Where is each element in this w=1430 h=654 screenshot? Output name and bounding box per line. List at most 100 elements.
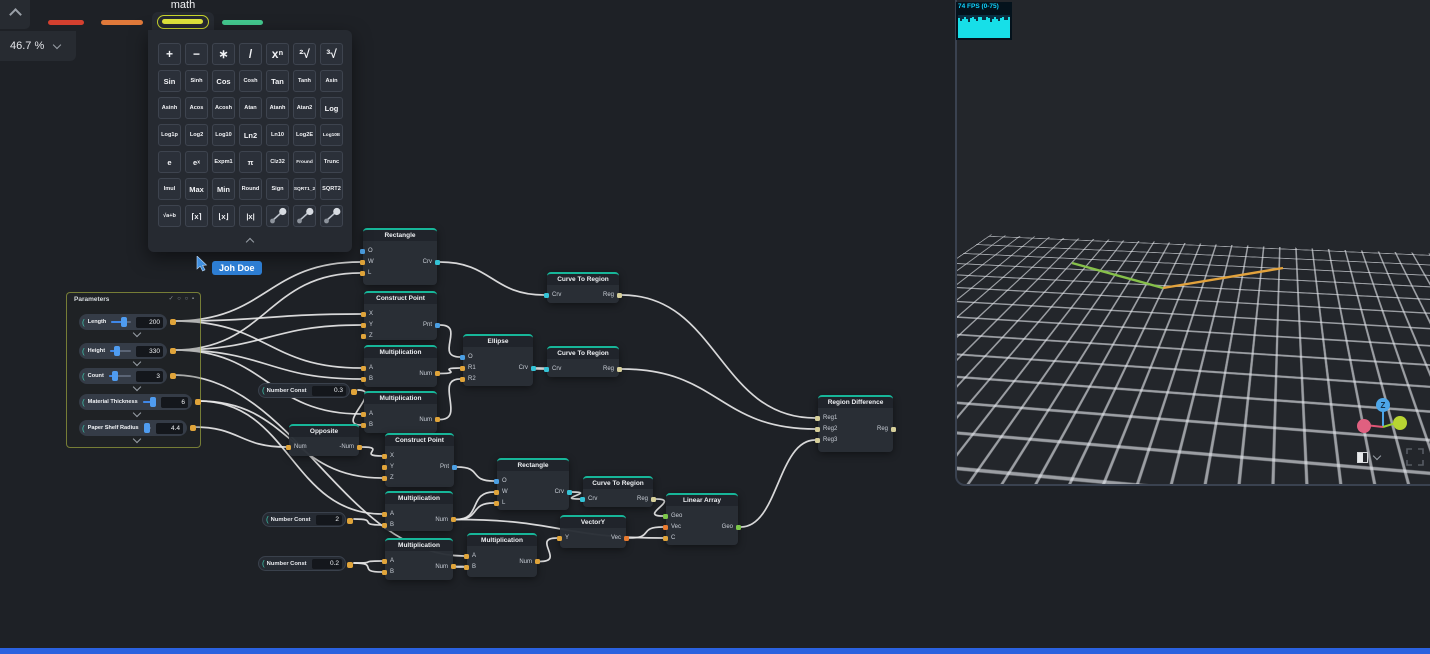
math-op-button[interactable]: Acosh [212, 97, 235, 119]
input-port-a[interactable]: A [464, 552, 476, 560]
input-port-z[interactable]: Z [382, 474, 394, 482]
output-port-num[interactable]: Num [519, 558, 540, 566]
fps-meter[interactable]: 74 FPS (0-75) [956, 2, 1012, 40]
display-mode-button[interactable] [1357, 446, 1399, 468]
math-op-button[interactable]: SQRT2 [320, 178, 343, 200]
math-op-button[interactable]: √a+b [158, 205, 181, 227]
orientation-gizmo[interactable]: Z [1350, 396, 1414, 448]
output-port-num[interactable]: Num [419, 370, 440, 378]
math-op-button[interactable]: Sin [158, 70, 181, 92]
math-op-button[interactable]: Expm1 [212, 151, 235, 173]
slider-track[interactable] [142, 397, 157, 407]
input-port-vec[interactable]: Vec [663, 523, 681, 531]
math-op-button[interactable]: Round [239, 178, 262, 200]
math-op-button[interactable]: Imul [158, 178, 181, 200]
tab-orange[interactable] [101, 20, 143, 25]
slider-handle[interactable] [120, 317, 127, 327]
output-port-crv[interactable]: Crv [555, 488, 572, 496]
math-op-button[interactable]: xⁿ [266, 43, 289, 65]
parameters-panel-icons[interactable]: ✓ ○ ○ ▪ [168, 296, 195, 302]
math-op-button[interactable]: Log2E [293, 124, 316, 146]
math-op-button[interactable]: ²√ [293, 43, 316, 65]
math-op-button[interactable]: e [158, 151, 181, 173]
input-port-o[interactable]: O [460, 353, 473, 361]
math-op-button[interactable]: Atan2 [293, 97, 316, 119]
math-op-button[interactable]: π [239, 151, 262, 173]
math-op-button[interactable]: ⌈x⌉ [185, 205, 208, 227]
slider-track[interactable] [111, 317, 131, 327]
input-port-b[interactable]: B [361, 421, 373, 429]
slider-track[interactable] [108, 371, 131, 381]
const-value[interactable]: 0.2 [311, 558, 342, 569]
x-axis-ball[interactable] [1357, 419, 1371, 433]
output-port-reg[interactable]: Reg [603, 365, 622, 373]
math-op-button[interactable]: Max [185, 178, 208, 200]
input-port-b[interactable]: B [382, 568, 394, 576]
output-port-pnt[interactable]: Pnt [423, 321, 440, 329]
input-port-b[interactable]: B [361, 375, 373, 383]
input-port-a[interactable]: A [382, 557, 394, 565]
slider-output-port[interactable] [170, 373, 176, 379]
input-port-crv[interactable]: Crv [544, 365, 561, 373]
input-port-a[interactable]: A [361, 364, 373, 372]
math-op-button[interactable]: Log10 [212, 124, 235, 146]
math-op-button[interactable]: Trunc [320, 151, 343, 173]
input-port-o[interactable]: O [360, 247, 373, 255]
output-port-num[interactable]: Num [435, 563, 456, 571]
slider-expand-chevron[interactable] [132, 434, 141, 444]
const-output-port[interactable] [351, 388, 357, 395]
slider-expand-chevron[interactable] [132, 408, 141, 418]
input-port-o[interactable]: O [494, 477, 507, 485]
math-op-button[interactable]: ³√ [320, 43, 343, 65]
input-port-l[interactable]: L [360, 269, 371, 277]
tab-green[interactable] [222, 20, 263, 25]
fullscreen-button[interactable] [1406, 448, 1424, 466]
y-axis-ball[interactable] [1393, 416, 1407, 430]
input-port-geo[interactable]: Geo [663, 512, 682, 520]
curve-preset-icon[interactable] [266, 205, 289, 227]
input-port-crv[interactable]: Crv [544, 291, 561, 299]
slider-output-port[interactable] [170, 348, 176, 354]
input-port-y[interactable]: Y [557, 534, 569, 542]
slider-expand-chevron[interactable] [132, 357, 141, 367]
slider-handle[interactable] [143, 423, 150, 433]
math-op-button[interactable]: Acos [185, 97, 208, 119]
slider-track[interactable] [110, 346, 131, 356]
const-output-port[interactable] [347, 561, 353, 568]
math-op-button[interactable]: / [239, 43, 262, 65]
math-op-button[interactable]: Cosh [239, 70, 262, 92]
output-port-crv[interactable]: Crv [519, 364, 536, 372]
output-port-reg[interactable]: Reg [877, 425, 896, 433]
math-op-button[interactable]: Ln2 [239, 124, 262, 146]
slider-expand-chevron[interactable] [132, 328, 141, 338]
math-op-button[interactable]: Cos [212, 70, 235, 92]
curve-preset-icon[interactable] [320, 205, 343, 227]
output-port-pnt[interactable]: Pnt [440, 463, 457, 471]
input-port-w[interactable]: W [494, 488, 508, 496]
math-op-button[interactable]: Tanh [293, 70, 316, 92]
math-op-button[interactable]: Log1p [158, 124, 181, 146]
slider-output-port[interactable] [170, 319, 176, 325]
math-op-button[interactable]: Sign [266, 178, 289, 200]
palette-collapse-button[interactable] [245, 232, 255, 250]
output-port-reg[interactable]: Reg [637, 495, 656, 503]
input-port-y[interactable]: Y [361, 321, 373, 329]
slider-output-port[interactable] [190, 425, 196, 431]
math-op-button[interactable]: Min [212, 178, 235, 200]
math-op-button[interactable]: Asinh [158, 97, 181, 119]
slider-output-port[interactable] [195, 399, 201, 405]
math-op-button[interactable]: Sinh [185, 70, 208, 92]
output-port-reg[interactable]: Reg [603, 291, 622, 299]
